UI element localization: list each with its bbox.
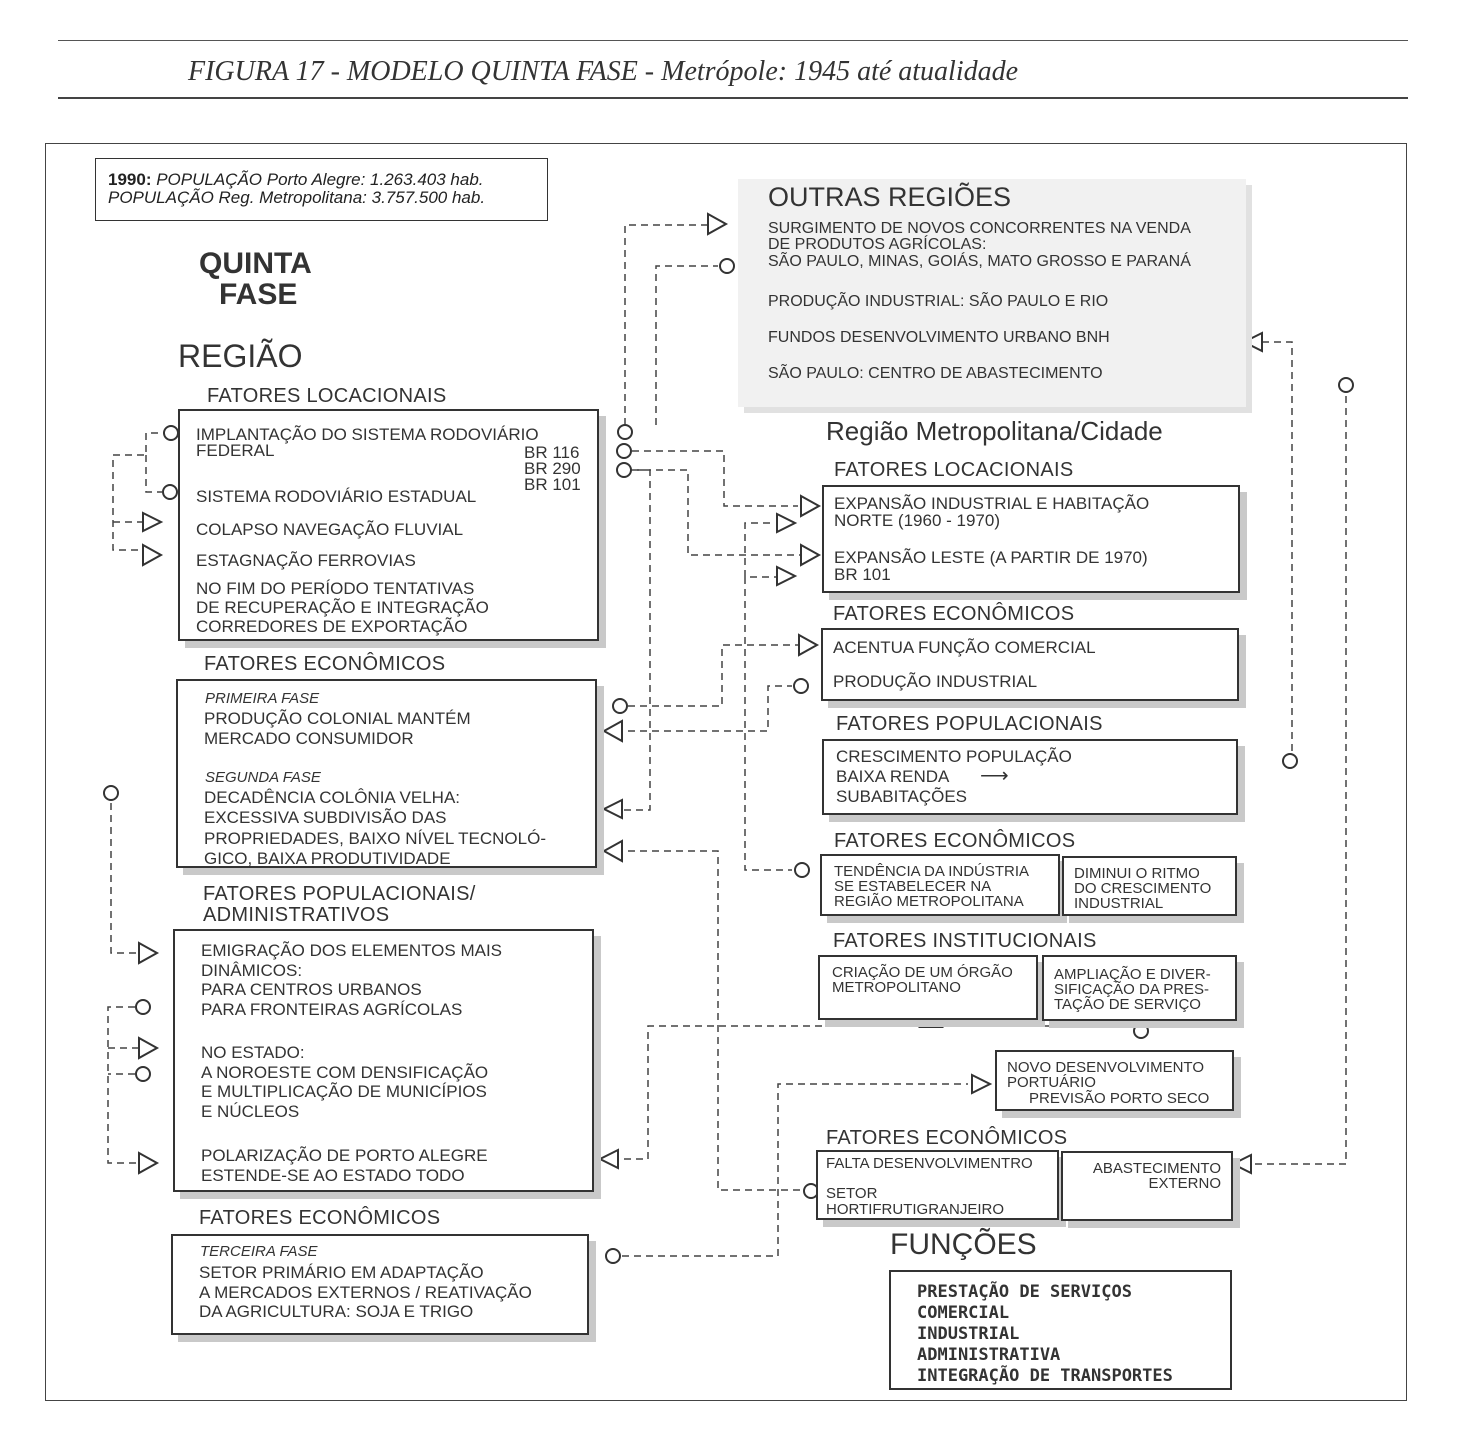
phase-title-line1: QUINTA [199,247,312,280]
title-rule-bottom [58,97,1408,99]
br-101-label: BR 101 [524,475,581,494]
industrial-growth-slowdown-text: DIMINUI O RITMO DO CRESCIMENTO INDUSTRIA… [1074,865,1212,912]
metro-institucionais-left-box: CRIAÇÃO DE UM ÓRGÃO METROPOLITANO [818,955,1038,1020]
regiao-populacionais-box: EMIGRAÇÃO DOS ELEMENTOS MAIS DINÂMICOS: … [173,929,594,1192]
outras-regioes-panel: OUTRAS REGIÕES SURGIMENTO DE NOVOS CONCO… [738,179,1246,407]
br-116-label: BR 116 [524,443,580,462]
population-line-1: 1990: POPULAÇÃO Porto Alegre: 1.263.403 … [108,171,547,189]
substandard-housing-text: SUBABITAÇÕES [836,787,967,806]
river-navigation-item: COLAPSO NAVEGAÇÃO FLUVIAL [196,520,464,539]
primeira-fase-label: PRIMEIRA FASE [205,690,320,707]
commercial-function-text: ACENTUA FUNÇÃO COMERCIAL [833,638,1096,657]
horticulture-line2: SETOR [826,1185,878,1202]
function-item: PRESTAÇÃO DE SERVIÇOS [917,1282,1132,1302]
function-item: INDUSTRIAL [917,1323,1020,1344]
industrial-production-text: PRODUÇÃO INDUSTRIAL: SÃO PAULO E RIO [768,293,1109,310]
arrow-icon: ⟶ [980,765,1009,787]
figure-title: FIGURA 17 - MODELO QUINTA FASE - Metrópo… [188,56,1019,87]
primeira-fase-text: PRODUÇÃO COLONIAL MANTÉM MERCADO CONSUMI… [204,709,471,748]
external-supply-text: ABASTECIMENTO EXTERNO [1092,1160,1221,1192]
emigration-text: EMIGRAÇÃO DOS ELEMENTOS MAIS DINÂMICOS: … [201,941,503,1019]
horticulture-line3: HORTIFRUTIGRANJEIRO [826,1201,1005,1218]
metro-locacionais-heading: FATORES LOCACIONAIS [834,459,1074,481]
regiao-heading: REGIÃO [178,338,303,374]
br-290-label: BR 290 [524,459,581,478]
function-item: INTEGRAÇÃO DE TRANSPORTES [917,1365,1173,1386]
port-development-line2: PORTUÁRIO [1007,1074,1096,1091]
regiao-economicos2-box: TERCEIRA FASE SETOR PRIMÁRIO EM ADAPTAÇÃ… [171,1234,589,1335]
function-item: COMERCIAL [917,1302,1010,1323]
regiao-economicos-box: PRIMEIRA FASE PRODUÇÃO COLONIAL MANTÉM M… [176,679,597,868]
metro-economicos2-left-box: TENDÊNCIA DA INDÚSTRIA SE ESTABELECER NA… [820,854,1060,916]
state-northwest-text: NO ESTADO: A NOROESTE COM DENSIFICAÇÃO E… [201,1043,489,1121]
metro-institucionais-heading: FATORES INSTITUCIONAIS [833,930,1097,952]
industry-trend-text: TENDÊNCIA DA INDÚSTRIA SE ESTABELECER NA… [834,863,1030,910]
service-expansion-text: AMPLIAÇÃO E DIVER- SIFICAÇÃO DA PRES- TA… [1054,966,1211,1013]
railway-item: ESTAGNAÇÃO FERROVIAS [196,551,416,570]
population-line-2: POPULAÇÃO Reg. Metropolitana: 3.757.500 … [108,187,547,207]
terceira-fase-text: SETOR PRIMÁRIO EM ADAPTAÇÃO A MERCADOS E… [199,1263,532,1322]
metro-populacionais-heading: FATORES POPULACIONAIS [836,713,1103,735]
diagram-frame [45,143,1407,1401]
metro-economicos1-box: ACENTUA FUNÇÃO COMERCIAL PRODUÇÃO INDUST… [821,628,1239,701]
metro-economicos3-heading: FATORES ECONÔMICOS [826,1127,1068,1149]
segunda-fase-label: SEGUNDA FASE [205,769,321,786]
bnh-funds-text: FUNDOS DESENVOLVIMENTO URBANO BNH [768,329,1110,346]
horticulture-line1: FALTA DESENVOLVIMENTRO [826,1155,1033,1172]
funcoes-list: PRESTAÇÃO DE SERVIÇOS COMERCIAL INDUSTRI… [917,1282,1173,1387]
east-expansion-text: EXPANSÃO LESTE (A PARTIR DE 1970) BR 101 [834,548,1148,584]
metro-economicos1-heading: FATORES ECONÔMICOS [833,603,1075,625]
metro-heading: Região Metropolitana/Cidade [826,416,1163,446]
regiao-economicos2-heading: FATORES ECONÔMICOS [199,1207,441,1229]
regiao-populacionais-heading: FATORES POPULACIONAIS/ ADMINISTRATIVOS [203,883,476,926]
new-competitors-text: SURGIMENTO DE NOVOS CONCORRENTES NA VEND… [768,220,1191,270]
function-item: ADMINISTRATIVA [917,1344,1061,1365]
regiao-economicos-heading: FATORES ECONÔMICOS [204,653,446,675]
metro-economicos2-right-box: DIMINUI O RITMO DO CRESCIMENTO INDUSTRIA… [1062,856,1237,916]
north-expansion-text: EXPANSÃO INDUSTRIAL E HABITAÇÃO NORTE (1… [834,494,1150,530]
supply-center-text: SÃO PAULO: CENTRO DE ABASTECIMENTO [768,365,1103,382]
population-growth-text: CRESCIMENTO POPULAÇÃO [836,747,1072,766]
metro-portuario-box: NOVO DESENVOLVIMENTO PORTUÁRIO PREVISÃO … [995,1050,1234,1111]
funcoes-heading: FUNÇÕES [890,1228,1037,1261]
low-income-text: BAIXA RENDA [836,767,950,786]
outras-regioes-heading: OUTRAS REGIÕES [768,182,1012,212]
export-corridors-item: NO FIM DO PERÍODO TENTATIVAS DE RECUPERA… [196,579,489,637]
metro-institucionais-right-box: AMPLIAÇÃO E DIVER- SIFICAÇÃO DA PRES- TA… [1042,955,1237,1021]
metropolitan-agency-text: CRIAÇÃO DE UM ÓRGÃO METROPOLITANO [832,964,1013,996]
dry-port-text: PREVISÃO PORTO SECO [1029,1090,1210,1107]
port-development-line1: NOVO DESENVOLVIMENTO [1007,1059,1204,1076]
regiao-locacionais-box: IMPLANTAÇÃO DO SISTEMA RODOVIÁRIO FEDERA… [178,409,599,641]
industrial-production-metro-text: PRODUÇÃO INDUSTRIAL [833,672,1038,691]
federal-highway-item-line1: IMPLANTAÇÃO DO SISTEMA RODOVIÁRIO [196,425,539,444]
population-porto-alegre: POPULAÇÃO Porto Alegre: 1.263.403 hab. [151,170,484,189]
regiao-locacionais-heading: FATORES LOCACIONAIS [207,385,447,407]
metro-populacionais-box: CRESCIMENTO POPULAÇÃO BAIXA RENDA ⟶ SUBA… [822,739,1238,815]
metro-economicos3-right-box: ABASTECIMENTO EXTERNO [1061,1151,1233,1221]
population-metropolitana: POPULAÇÃO Reg. Metropolitana: 3.757.500 … [108,187,486,207]
terceira-fase-label: TERCEIRA FASE [200,1243,318,1260]
state-highway-item: SISTEMA RODOVIÁRIO ESTADUAL [196,487,477,506]
phase-title-line2: FASE [219,278,298,311]
porto-alegre-polarization-text: POLARIZAÇÃO DE PORTO ALEGRE ESTENDE-SE A… [201,1146,488,1185]
population-year: 1990: [108,170,152,189]
metro-locacionais-box: EXPANSÃO INDUSTRIAL E HABITAÇÃO NORTE (1… [822,485,1240,593]
metro-economicos2-heading: FATORES ECONÔMICOS [834,830,1076,852]
title-rule-top [58,40,1408,41]
funcoes-box: PRESTAÇÃO DE SERVIÇOS COMERCIAL INDUSTRI… [889,1270,1232,1390]
metro-economicos3-left-box: FALTA DESENVOLVIMENTRO SETOR HORTIFRUTIG… [816,1150,1059,1220]
population-box: 1990: POPULAÇÃO Porto Alegre: 1.263.403 … [95,158,548,221]
federal-highway-item-line2: FEDERAL [196,441,275,460]
segunda-fase-text: DECADÊNCIA COLÔNIA VELHA: EXCESSIVA SUBD… [204,788,546,869]
